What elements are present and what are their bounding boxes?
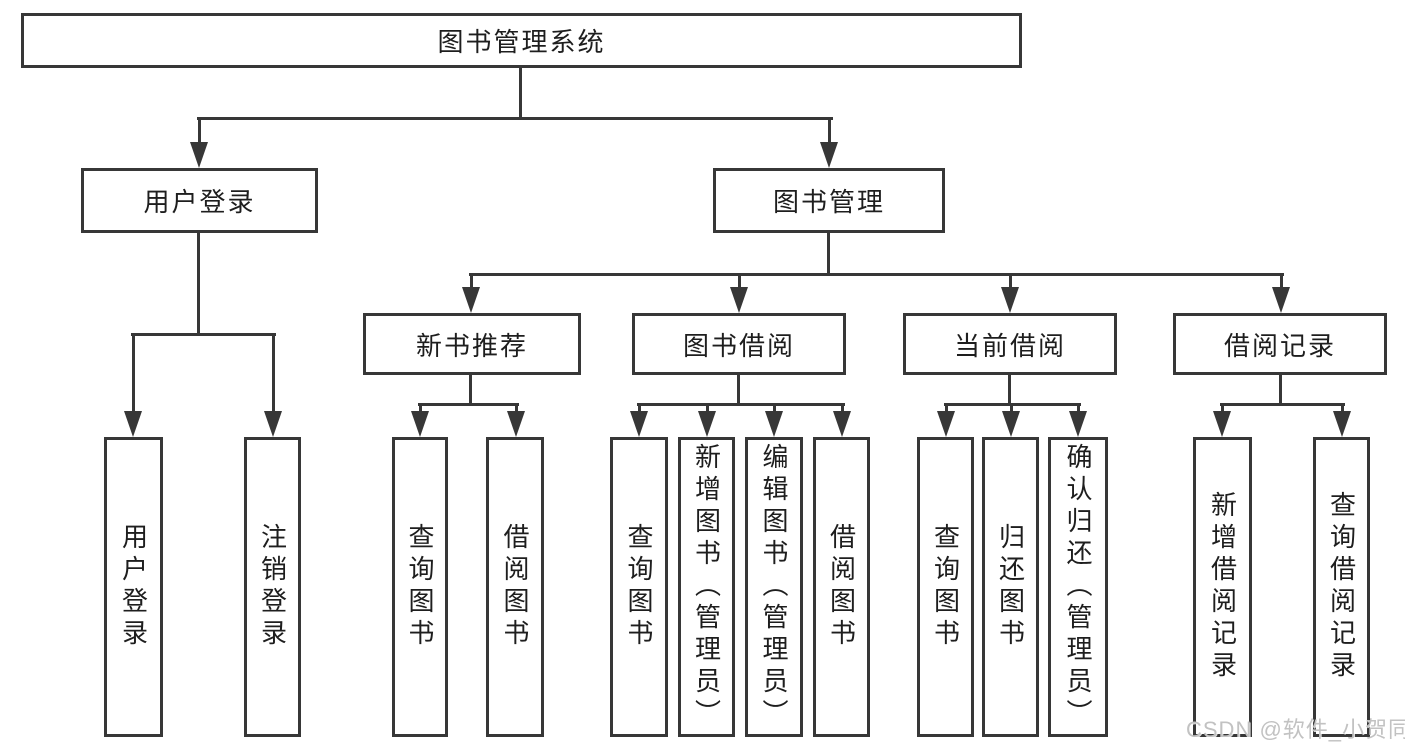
arrow-shaft <box>1010 403 1013 413</box>
node-current: 当前借阅 <box>903 313 1117 375</box>
arrow-down-icon <box>698 411 716 437</box>
arrow-shaft <box>773 403 776 413</box>
arrow-down-icon <box>190 142 208 168</box>
arrow-down-icon <box>411 411 429 437</box>
node-records-2: 查询借阅记录 <box>1313 437 1370 737</box>
node-current-3: 确认归还（管理员） <box>1048 437 1108 737</box>
connector-line <box>1279 375 1282 406</box>
node-borrow: 图书借阅 <box>632 313 846 375</box>
arrow-shaft <box>1341 403 1344 413</box>
arrow-down-icon <box>1001 287 1019 313</box>
arrow-down-icon <box>1213 411 1231 437</box>
arrow-down-icon <box>820 142 838 168</box>
arrow-shaft <box>1280 273 1283 289</box>
connector-line <box>637 403 845 406</box>
node-rec-1: 查询图书 <box>392 437 448 737</box>
arrow-down-icon <box>765 411 783 437</box>
arrow-down-icon <box>1002 411 1020 437</box>
arrow-shaft <box>706 403 709 413</box>
node-login: 用户登录 <box>81 168 318 233</box>
node-rec: 新书推荐 <box>363 313 581 375</box>
node-login-1: 用户登录 <box>104 437 163 737</box>
node-records: 借阅记录 <box>1173 313 1387 375</box>
node-borrow-3: 编辑图书（管理员） <box>745 437 803 737</box>
arrow-shaft <box>945 403 948 413</box>
node-borrow-4: 借阅图书 <box>813 437 870 737</box>
arrow-shaft <box>638 403 641 413</box>
arrow-shaft <box>828 117 831 144</box>
arrow-down-icon <box>507 411 525 437</box>
arrow-shaft <box>419 403 422 413</box>
arrow-down-icon <box>833 411 851 437</box>
connector-line <box>418 403 519 406</box>
arrow-down-icon <box>630 411 648 437</box>
arrow-shaft <box>272 333 275 413</box>
arrow-shaft <box>1221 403 1224 413</box>
connector-line <box>1008 375 1011 406</box>
node-rec-2: 借阅图书 <box>486 437 544 737</box>
node-current-1: 查询图书 <box>917 437 974 737</box>
connector-line <box>519 68 522 120</box>
arrow-down-icon <box>1069 411 1087 437</box>
connector-line <box>1220 403 1345 406</box>
connector-line <box>131 333 276 336</box>
csdn-watermark: CSDN @软件_小贺同学 <box>1186 717 1405 742</box>
arrow-shaft <box>132 333 135 413</box>
node-borrow-2: 新增图书（管理员） <box>678 437 735 737</box>
connector-line <box>827 233 830 276</box>
arrow-shaft <box>738 273 741 289</box>
node-records-1: 新增借阅记录 <box>1193 437 1252 737</box>
arrow-shaft <box>1009 273 1012 289</box>
arrow-down-icon <box>1272 287 1290 313</box>
arrow-down-icon <box>730 287 748 313</box>
node-current-2: 归还图书 <box>982 437 1039 737</box>
connector-line <box>469 375 472 406</box>
node-borrow-1: 查询图书 <box>610 437 668 737</box>
arrow-shaft <box>198 117 201 144</box>
arrow-shaft <box>515 403 518 413</box>
connector-line <box>197 233 200 335</box>
arrow-down-icon <box>1333 411 1351 437</box>
arrow-shaft <box>470 273 473 289</box>
arrow-shaft <box>1077 403 1080 413</box>
node-root: 图书管理系统 <box>21 13 1022 68</box>
connector-line <box>737 375 740 406</box>
connector-line <box>469 273 1284 276</box>
arrow-shaft <box>841 403 844 413</box>
arrow-down-icon <box>264 411 282 437</box>
connector-line <box>197 117 833 120</box>
arrow-down-icon <box>124 411 142 437</box>
node-login-2: 注销登录 <box>244 437 301 737</box>
arrow-down-icon <box>462 287 480 313</box>
arrow-down-icon <box>937 411 955 437</box>
node-mgmt: 图书管理 <box>713 168 945 233</box>
